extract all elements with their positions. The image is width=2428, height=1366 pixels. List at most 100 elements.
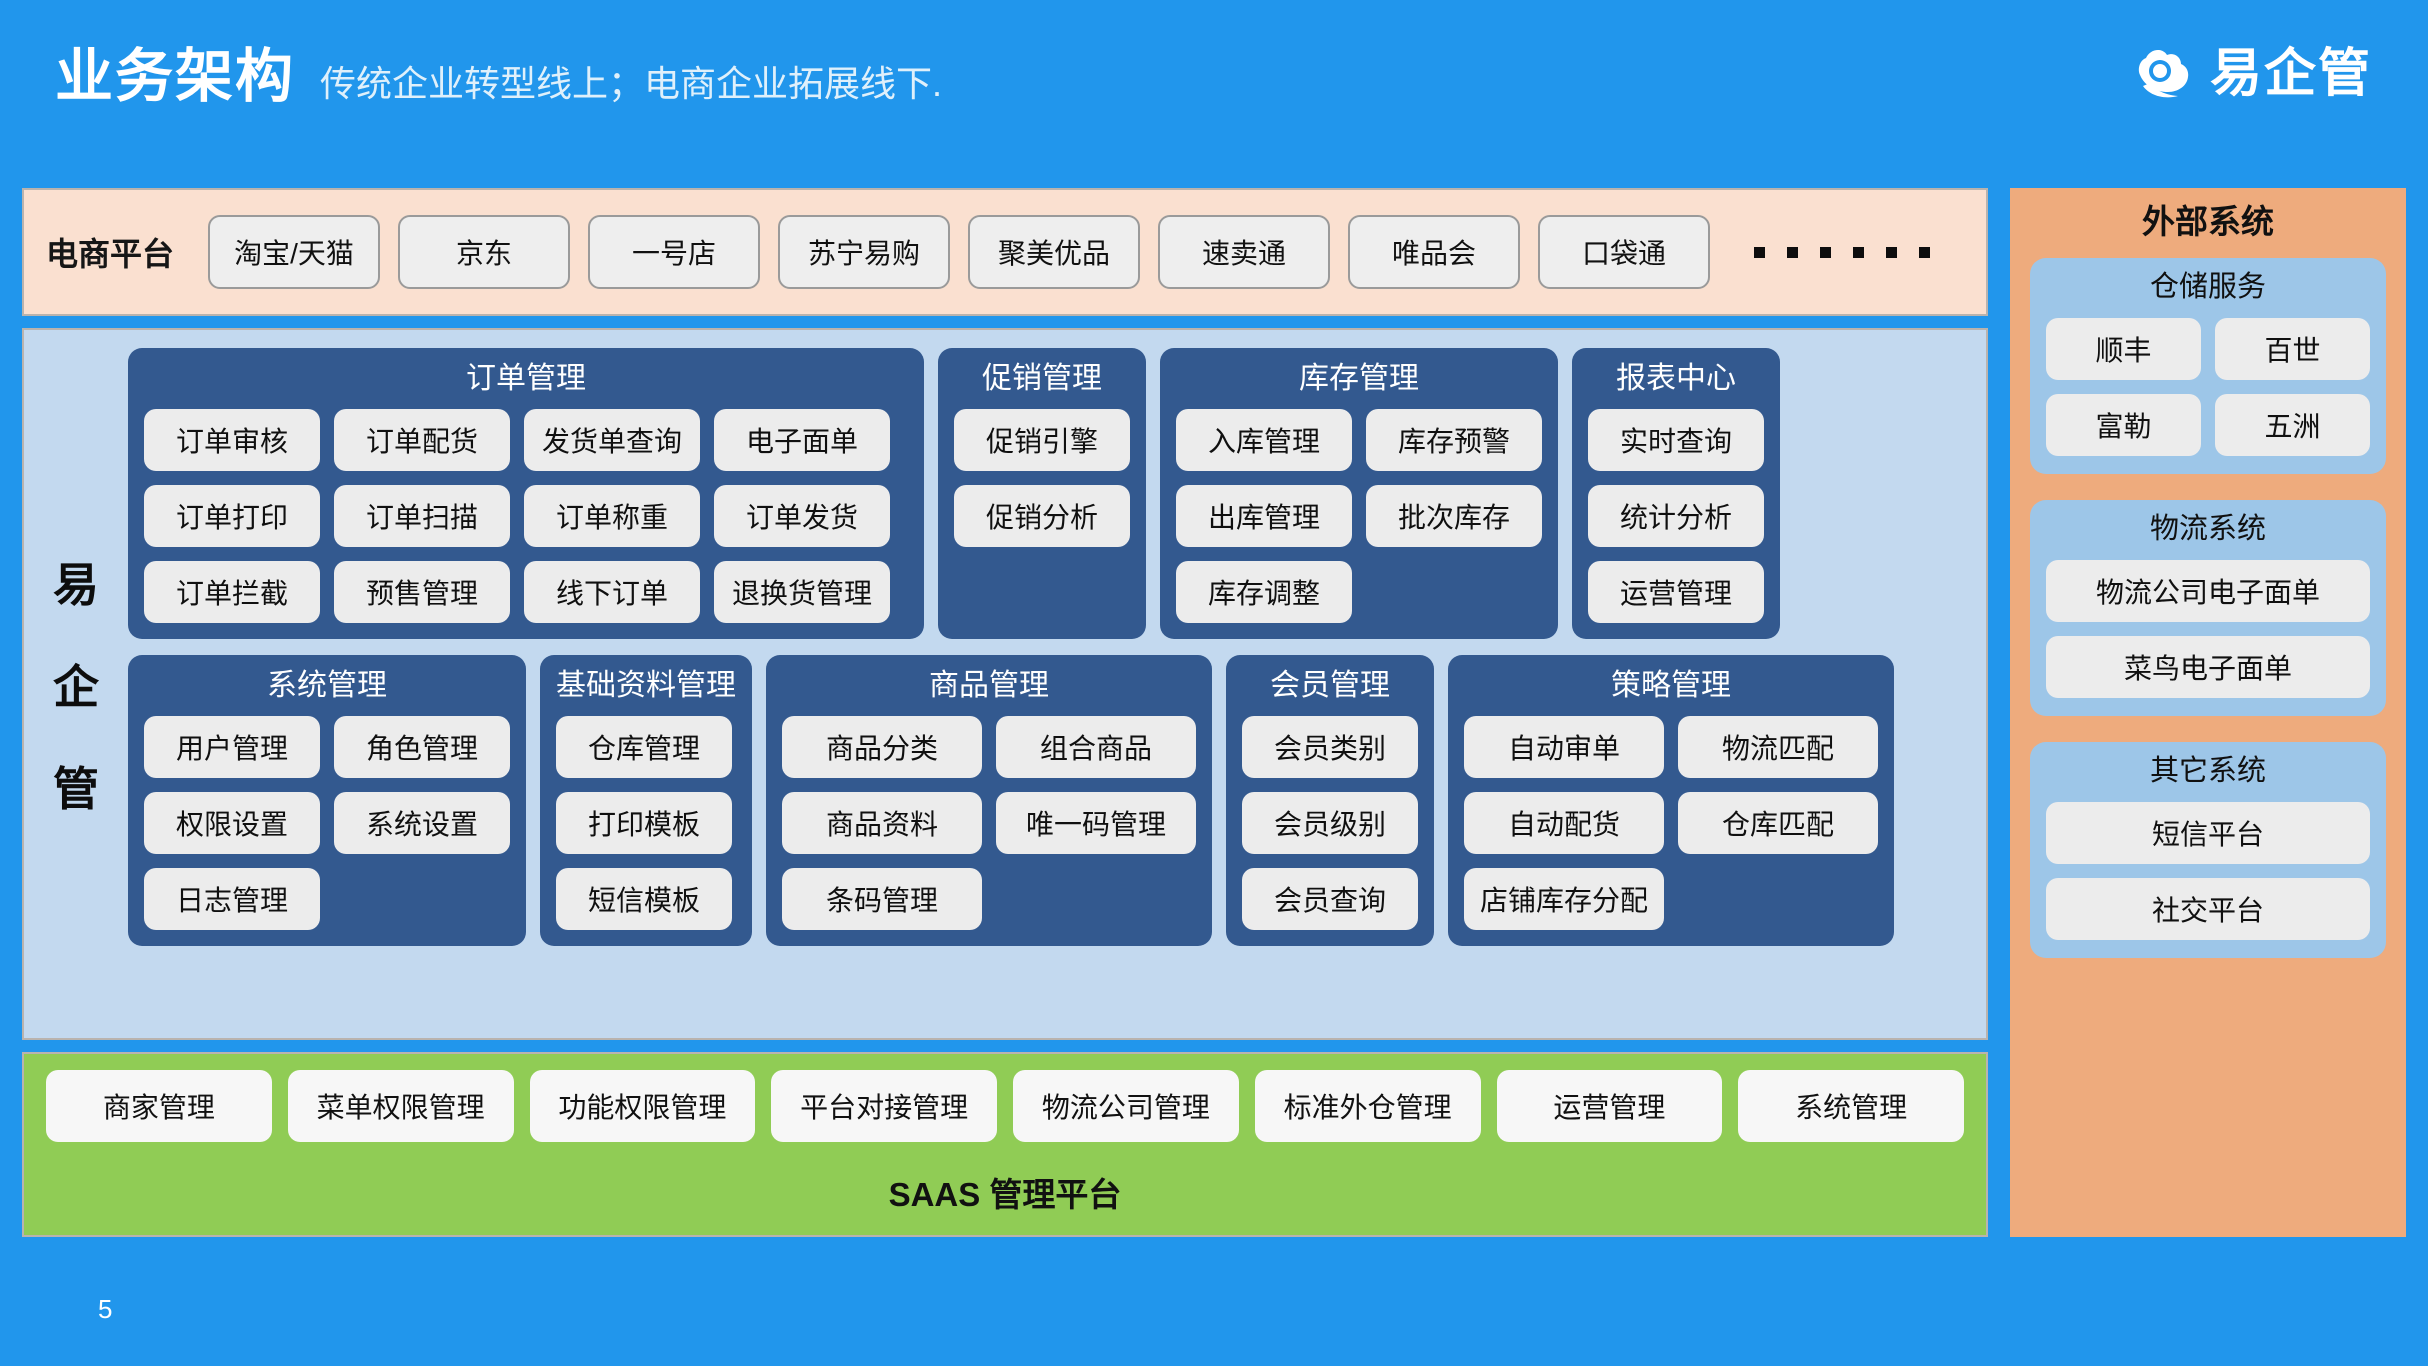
group-items: 商品分类 组合商品 商品资料 唯一码管理 条码管理 [782,716,1196,930]
group-items: 订单审核 订单配货 发货单查询 电子面单 订单打印 订单扫描 订单称重 订单发货… [144,409,908,623]
saas-item[interactable]: 菜单权限管理 [287,1070,514,1142]
module-item[interactable]: 库存预警 [1366,409,1542,471]
group-member-management: 会员管理 会员类别 会员级别 会员查询 [1226,655,1434,946]
module-item[interactable]: 订单配货 [334,409,510,471]
module-item[interactable]: 物流匹配 [1678,716,1878,778]
group-items: 用户管理 角色管理 权限设置 系统设置 日志管理 [144,716,510,930]
module-item[interactable]: 自动审单 [1464,716,1664,778]
ecommerce-platform-label: 电商平台 [46,236,175,272]
module-item[interactable]: 店铺库存分配 [1464,868,1664,930]
module-item[interactable]: 入库管理 [1176,409,1352,471]
external-item[interactable]: 短信平台 [2046,801,2370,864]
ecommerce-platform-chip[interactable]: 淘宝/天猫 [208,215,381,289]
external-group-logistics-system: 物流系统 物流公司电子面单 菜鸟电子面单 [2030,500,2386,717]
module-item[interactable]: 订单称重 [524,485,700,547]
group-title: 促销管理 [982,362,1102,395]
saas-platform-title: SAAS 管理平台 [888,1176,1122,1213]
external-group-title: 其它系统 [2149,755,2266,788]
module-item[interactable]: 条码管理 [782,868,982,930]
ecommerce-platform-chip[interactable]: 聚美优品 [968,215,1141,289]
module-item[interactable]: 统计分析 [1588,485,1764,547]
module-item[interactable]: 唯一码管理 [996,792,1196,854]
core-row-2: 系统管理 用户管理 角色管理 权限设置 系统设置 日志管理 基础资料管理 仓库管… [128,655,1970,946]
module-item[interactable]: 订单拦截 [144,561,320,623]
external-systems-title: 外部系统 [2142,203,2274,240]
product-vertical-label: 易 企 管 [24,330,128,1038]
module-item[interactable]: 短信模板 [556,868,732,930]
module-item[interactable]: 会员查询 [1242,868,1418,930]
module-item[interactable]: 线下订单 [524,561,700,623]
external-item[interactable]: 顺丰 [2046,318,2201,381]
module-item[interactable]: 订单扫描 [334,485,510,547]
saas-item[interactable]: 商家管理 [46,1070,272,1142]
ecommerce-platform-chip[interactable]: 京东 [398,215,571,289]
saas-item[interactable]: 功能权限管理 [529,1070,756,1142]
group-title: 订单管理 [466,362,586,395]
module-item[interactable]: 商品资料 [782,792,982,854]
module-item[interactable]: 权限设置 [144,792,320,854]
module-item[interactable]: 自动配货 [1464,792,1664,854]
module-item[interactable]: 库存调整 [1176,561,1352,623]
external-item[interactable]: 富勒 [2046,394,2201,457]
saas-item[interactable]: 系统管理 [1738,1070,1964,1142]
group-title: 报表中心 [1616,362,1736,395]
core-row-1: 订单管理 订单审核 订单配货 发货单查询 电子面单 订单打印 订单扫描 订单称重… [128,348,1970,639]
module-item[interactable]: 预售管理 [334,561,510,623]
external-group-other-systems: 其它系统 短信平台 社交平台 [2030,742,2386,958]
external-group-warehouse-service: 仓储服务 顺丰 百世 富勒 五洲 [2030,258,2386,475]
module-item[interactable]: 促销分析 [954,485,1130,547]
external-group-title: 仓储服务 [2149,271,2266,304]
module-item[interactable]: 订单发货 [714,485,890,547]
external-group-items: 顺丰 百世 富勒 五洲 [2046,318,2370,457]
saas-platform-section: 商家管理 菜单权限管理 功能权限管理 平台对接管理 物流公司管理 标准外仓管理 … [22,1052,1988,1237]
ecommerce-platform-bar: 电商平台 淘宝/天猫 京东 一号店 苏宁易购 聚美优品 速卖通 唯品会 口袋通 [22,188,1988,316]
saas-item[interactable]: 运营管理 [1496,1070,1723,1142]
product-vertical-label-char: 管 [53,763,99,815]
ecommerce-platform-chip[interactable]: 苏宁易购 [778,215,951,289]
ecommerce-platform-chip[interactable]: 口袋通 [1538,215,1711,289]
ecommerce-platform-chip[interactable]: 一号店 [588,215,761,289]
module-item[interactable]: 仓库匹配 [1678,792,1878,854]
module-item[interactable]: 组合商品 [996,716,1196,778]
group-items: 仓库管理 打印模板 短信模板 [556,716,732,930]
module-item[interactable]: 运营管理 [1588,561,1764,623]
module-item[interactable]: 角色管理 [334,716,510,778]
module-item[interactable]: 退换货管理 [714,561,890,623]
group-title: 基础资料管理 [556,669,736,702]
external-item[interactable]: 菜鸟电子面单 [2046,636,2370,699]
module-item[interactable]: 会员级别 [1242,792,1418,854]
module-item[interactable]: 促销引擎 [954,409,1130,471]
group-order-management: 订单管理 订单审核 订单配货 发货单查询 电子面单 订单打印 订单扫描 订单称重… [128,348,924,639]
group-items: 实时查询 统计分析 运营管理 [1588,409,1764,623]
brand-logo: 易企管 [2130,46,2372,102]
module-item[interactable]: 用户管理 [144,716,320,778]
saas-item[interactable]: 物流公司管理 [1013,1070,1239,1142]
module-item[interactable]: 仓库管理 [556,716,732,778]
brand-name: 易企管 [2209,45,2372,103]
module-item[interactable]: 订单审核 [144,409,320,471]
saas-item[interactable]: 平台对接管理 [771,1070,997,1142]
module-item[interactable]: 打印模板 [556,792,732,854]
ecommerce-platform-chip[interactable]: 速卖通 [1158,215,1331,289]
module-item[interactable]: 商品分类 [782,716,982,778]
external-item[interactable]: 百世 [2215,318,2370,381]
module-item[interactable]: 实时查询 [1588,409,1764,471]
group-promotion-management: 促销管理 促销引擎 促销分析 [938,348,1146,639]
module-item[interactable]: 电子面单 [714,409,890,471]
module-item[interactable]: 会员类别 [1242,716,1418,778]
group-strategy-management: 策略管理 自动审单 物流匹配 自动配货 仓库匹配 店铺库存分配 [1448,655,1894,946]
ecommerce-platform-chip[interactable]: 唯品会 [1348,215,1521,289]
core-product-panel: 易 企 管 订单管理 订单审核 订单配货 发货单查询 电子面单 订单打印 订单扫… [22,328,1988,1040]
module-item[interactable]: 订单打印 [144,485,320,547]
saas-item[interactable]: 标准外仓管理 [1254,1070,1481,1142]
page-number: 5 [98,1294,113,1324]
module-item[interactable]: 日志管理 [144,868,320,930]
core-groups-body: 订单管理 订单审核 订单配货 发货单查询 电子面单 订单打印 订单扫描 订单称重… [128,330,1986,1038]
module-item[interactable]: 发货单查询 [524,409,700,471]
external-item[interactable]: 五洲 [2215,394,2370,457]
module-item[interactable]: 系统设置 [334,792,510,854]
module-item[interactable]: 出库管理 [1176,485,1352,547]
module-item[interactable]: 批次库存 [1366,485,1542,547]
external-item[interactable]: 物流公司电子面单 [2046,560,2370,623]
external-item[interactable]: 社交平台 [2046,877,2370,940]
